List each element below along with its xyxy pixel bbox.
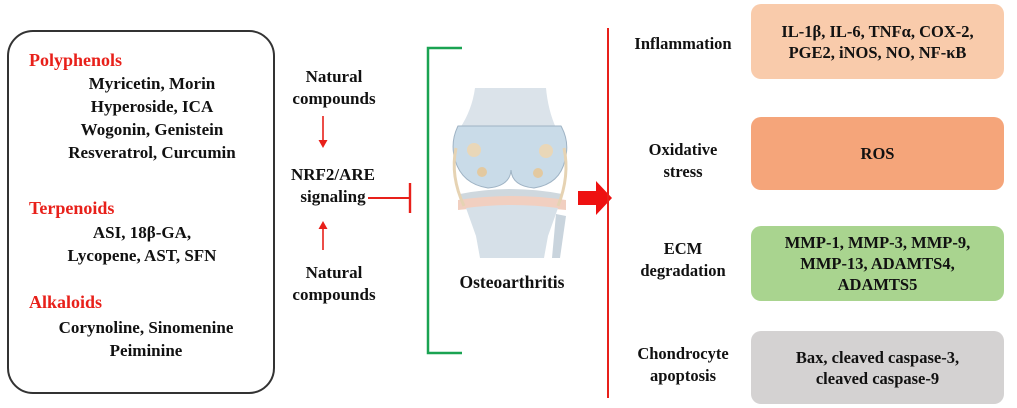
alkaloids-list: Corynoline, Sinomenine Peiminine <box>17 316 275 362</box>
compound-item: Resveratrol, Curcumin <box>68 143 236 162</box>
text-line: ROS <box>860 144 895 163</box>
text-line: Natural <box>305 263 363 282</box>
category-terpenoids: Terpenoids <box>29 198 115 218</box>
ecm-degradation-markers-box: MMP-1, MMP-3, MMP-9, MMP-13, ADAMTS4, AD… <box>751 226 1004 301</box>
nrf2-are-signaling: NRF2/ARE signaling <box>268 164 398 208</box>
compound-item: Myricetin, Morin <box>88 74 216 93</box>
text-line: Oxidative <box>648 140 718 159</box>
chondrocyte-apoptosis-markers-box: Bax, cleaved caspase-3, cleaved caspase-… <box>751 331 1004 404</box>
compound-item: Wogonin, Genistein <box>80 120 224 139</box>
category-polyphenols: Polyphenols <box>29 50 123 70</box>
text-line: ECM <box>663 239 703 258</box>
text-line: ADAMTS5 <box>837 275 918 294</box>
compound-item: Lycopene, AST, SFN <box>67 246 217 265</box>
text-line: signaling <box>300 187 366 206</box>
effect-label-ecm-degradation: ECM degradation <box>608 238 758 282</box>
effect-label-oxidative-stress: Oxidative stress <box>608 139 758 183</box>
text-line: MMP-1, MMP-3, MMP-9, <box>784 233 971 252</box>
terpenoids-list: ASI, 18β-GA, Lycopene, AST, SFN <box>9 221 275 267</box>
category-alkaloids: Alkaloids <box>29 292 103 312</box>
text-line: Chondrocyte <box>637 344 729 363</box>
compound-classes-box: Polyphenols Myricetin, Morin Hyperoside,… <box>7 30 275 394</box>
natural-compounds-top: Natural compounds <box>275 66 393 110</box>
text-line: Natural <box>305 67 363 86</box>
compound-item: ASI, 18β-GA, <box>92 223 192 242</box>
right-arrow-icon <box>578 181 612 215</box>
down-arrow-icon <box>318 116 328 148</box>
natural-compounds-bottom: Natural compounds <box>275 262 393 306</box>
text-line: PGE2, iNOS, NO, NF-κB <box>788 42 967 62</box>
text-line: compounds <box>292 89 376 108</box>
compound-item: Peiminine <box>109 341 183 360</box>
text-line: cleaved caspase-9 <box>815 368 940 388</box>
inhibition-bar-icon <box>368 183 412 213</box>
text-line: degradation <box>640 261 726 280</box>
text-line: Bax, cleaved caspase-3, <box>795 347 960 367</box>
text-line: MMP-13, ADAMTS4, <box>800 254 955 273</box>
knee-joint-icon <box>452 88 568 258</box>
polyphenols-list: Myricetin, Morin Hyperoside, ICA Wogonin… <box>29 72 275 164</box>
text-line: compounds <box>292 285 376 304</box>
text-line: NRF2/ARE <box>290 165 376 184</box>
effect-label-chondrocyte-apoptosis: Chondrocyte apoptosis <box>608 343 758 387</box>
compound-item: Hyperoside, ICA <box>90 97 214 116</box>
osteoarthritis-label: Osteoarthritis <box>459 272 565 292</box>
up-arrow-icon <box>318 221 328 250</box>
bracket-icon <box>426 46 462 355</box>
text-line: apoptosis <box>649 366 717 385</box>
effect-label-inflammation: Inflammation <box>608 33 758 55</box>
text-line: IL-1β, IL-6, TNFα, COX-2, <box>781 21 974 41</box>
text-line: Inflammation <box>634 34 732 53</box>
oxidative-stress-markers-box: ROS <box>751 117 1004 190</box>
inflammation-markers-box: IL-1β, IL-6, TNFα, COX-2, PGE2, iNOS, NO… <box>751 4 1004 79</box>
compound-item: Corynoline, Sinomenine <box>58 318 234 337</box>
text-line: stress <box>663 162 703 181</box>
